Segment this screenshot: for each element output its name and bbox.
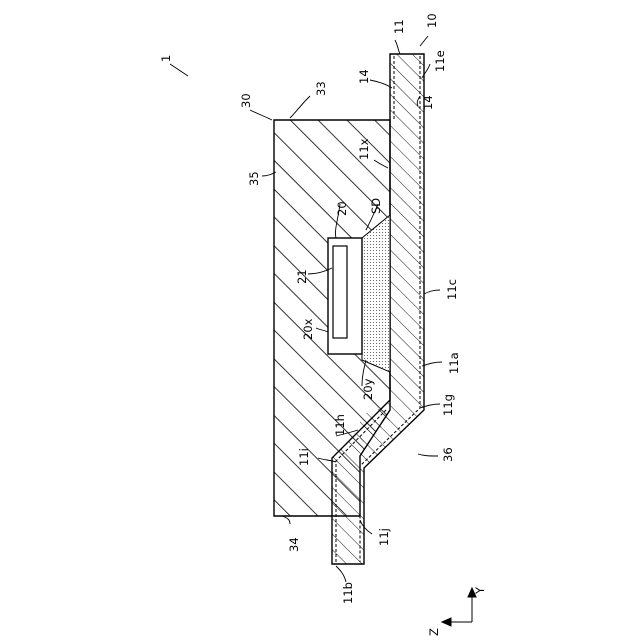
label-11j: 11j [377, 528, 391, 546]
label-20x: 20x [301, 318, 315, 340]
axis-z-label: Z [427, 628, 441, 636]
label-sd: SD [369, 198, 383, 214]
label-20: 20 [335, 201, 349, 216]
label-10: 10 [425, 13, 439, 28]
electrode-21 [333, 246, 347, 338]
solder-sd [362, 215, 390, 372]
label-14-left: 14 [357, 69, 371, 84]
label-14-right: 14 [421, 95, 435, 110]
label-30: 30 [239, 93, 253, 108]
label-11a: 11a [447, 352, 461, 374]
label-20y: 20y [361, 378, 375, 400]
axis-indicator [442, 588, 476, 626]
label-11b: 11b [341, 582, 355, 604]
label-11x: 11x [357, 138, 371, 160]
label-33: 33 [314, 81, 328, 96]
label-11c: 11c [445, 279, 459, 300]
label-1: 1 [159, 55, 173, 62]
label-11i: 11i [297, 448, 311, 466]
label-11: 11 [392, 19, 406, 34]
label-36: 36 [441, 447, 455, 462]
label-11e: 11e [433, 50, 447, 72]
label-35: 35 [247, 171, 261, 186]
label-11h: 11h [333, 414, 347, 436]
label-11g: 11g [441, 394, 455, 416]
label-34: 34 [287, 537, 301, 552]
label-21: 21 [295, 269, 309, 284]
axis-y-label: Y [473, 586, 487, 595]
